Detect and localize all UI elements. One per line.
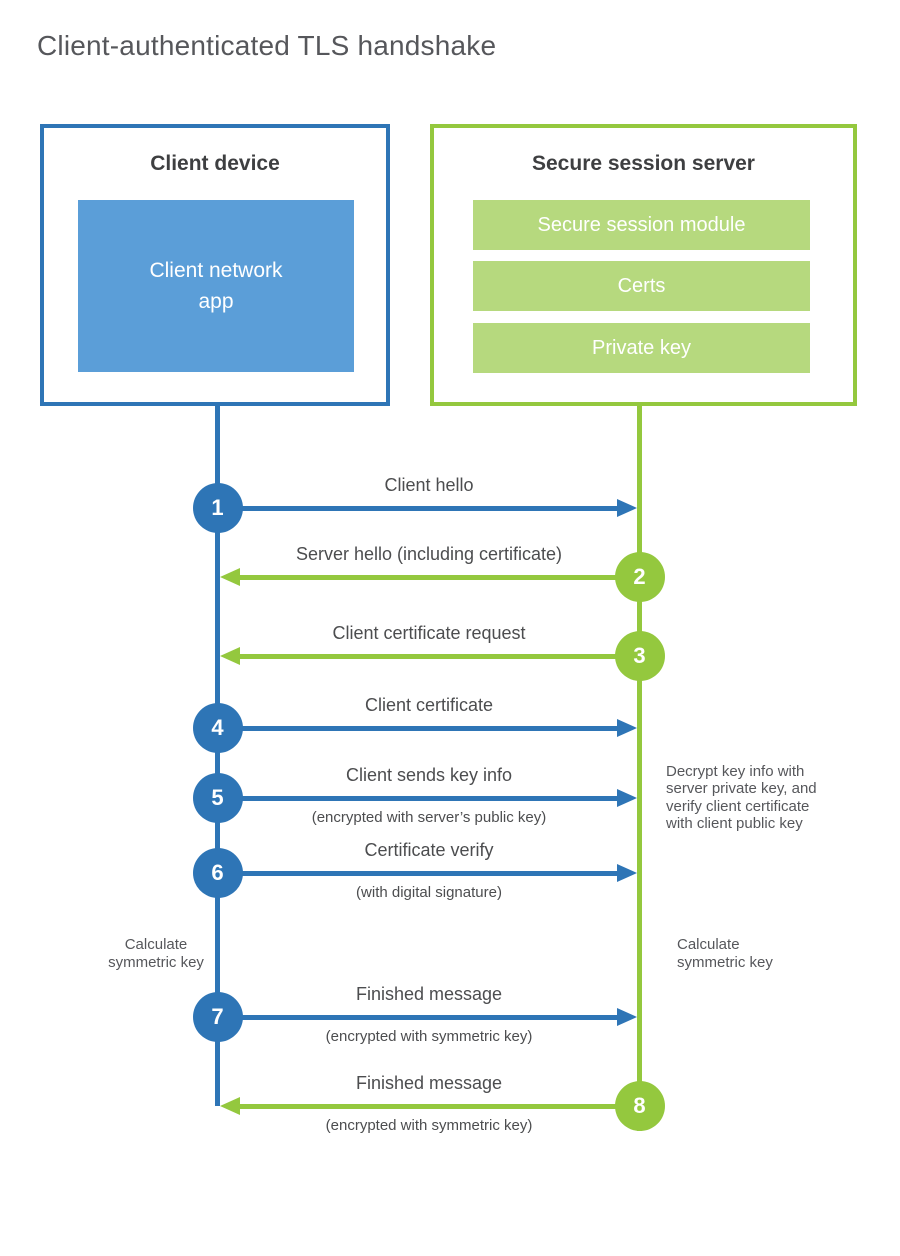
step-2-arrowhead-icon (220, 568, 240, 586)
step-7-sublabel: (encrypted with symmetric key) (325, 1028, 533, 1045)
step-5-arrow-line (235, 795, 621, 801)
step-7-arrow-line (235, 1014, 621, 1020)
step-4-label: Client certificate (364, 695, 494, 715)
step-2-label: Server hello (including certificate) (295, 544, 563, 564)
step-4-circle: 4 (192, 703, 243, 753)
step-8-sublabel: (encrypted with symmetric key) (325, 1117, 533, 1134)
step-7-label: Finished message (355, 984, 503, 1004)
step-3-arrowhead-icon (220, 647, 240, 665)
step-6-arrow-line (235, 870, 621, 876)
calc-symmetric-key-note-client: Calculate symmetric key (108, 936, 204, 971)
step-6-arrowhead-icon (617, 864, 637, 882)
step-1-arrow-line (235, 505, 621, 511)
step-5-label: Client sends key info (345, 765, 513, 785)
server-module-private-key: Private key (473, 323, 810, 373)
client-device-box: Client device Client network app (40, 124, 390, 406)
step-3-label: Client certificate request (332, 623, 526, 643)
step-6-label: Certificate verify (364, 840, 494, 860)
secure-session-server-box: Secure session server Secure session mod… (430, 124, 857, 406)
step-2-arrow-line (237, 574, 623, 580)
server-lifeline (637, 406, 642, 1131)
step-7-arrowhead-icon (617, 1008, 637, 1026)
calc-symmetric-key-note-server: Calculate symmetric key (677, 936, 773, 971)
step-1-circle: 1 (192, 483, 243, 533)
step-1-arrowhead-icon (617, 499, 637, 517)
step-7-circle: 7 (192, 992, 243, 1042)
step-6-sublabel: (with digital signature) (356, 884, 502, 901)
server-module-certs: Certs (473, 261, 810, 311)
step-5-arrowhead-icon (617, 789, 637, 807)
step-2-circle: 2 (614, 552, 665, 602)
step-4-arrow-line (235, 725, 621, 731)
step-8-circle: 8 (614, 1081, 665, 1131)
step-3-circle: 3 (614, 631, 665, 681)
client-lifeline (215, 406, 220, 1106)
step-4-arrowhead-icon (617, 719, 637, 737)
step-8-arrowhead-icon (220, 1097, 240, 1115)
step-1-label: Client hello (384, 475, 474, 495)
step-6-circle: 6 (192, 848, 243, 898)
step-8-arrow-line (237, 1103, 623, 1109)
secure-session-server-title: Secure session server (532, 152, 755, 175)
decrypt-note: Decrypt key info with server private key… (666, 763, 817, 832)
step-5-circle: 5 (192, 773, 243, 823)
server-module-secure-session: Secure session module (473, 200, 810, 250)
client-device-title: Client device (150, 152, 280, 175)
step-3-arrow-line (237, 653, 623, 659)
step-8-label: Finished message (355, 1073, 503, 1093)
page-title: Client-authenticated TLS handshake (37, 30, 497, 61)
client-network-app-box: Client network app (78, 200, 354, 372)
step-5-sublabel: (encrypted with server’s public key) (311, 809, 547, 826)
